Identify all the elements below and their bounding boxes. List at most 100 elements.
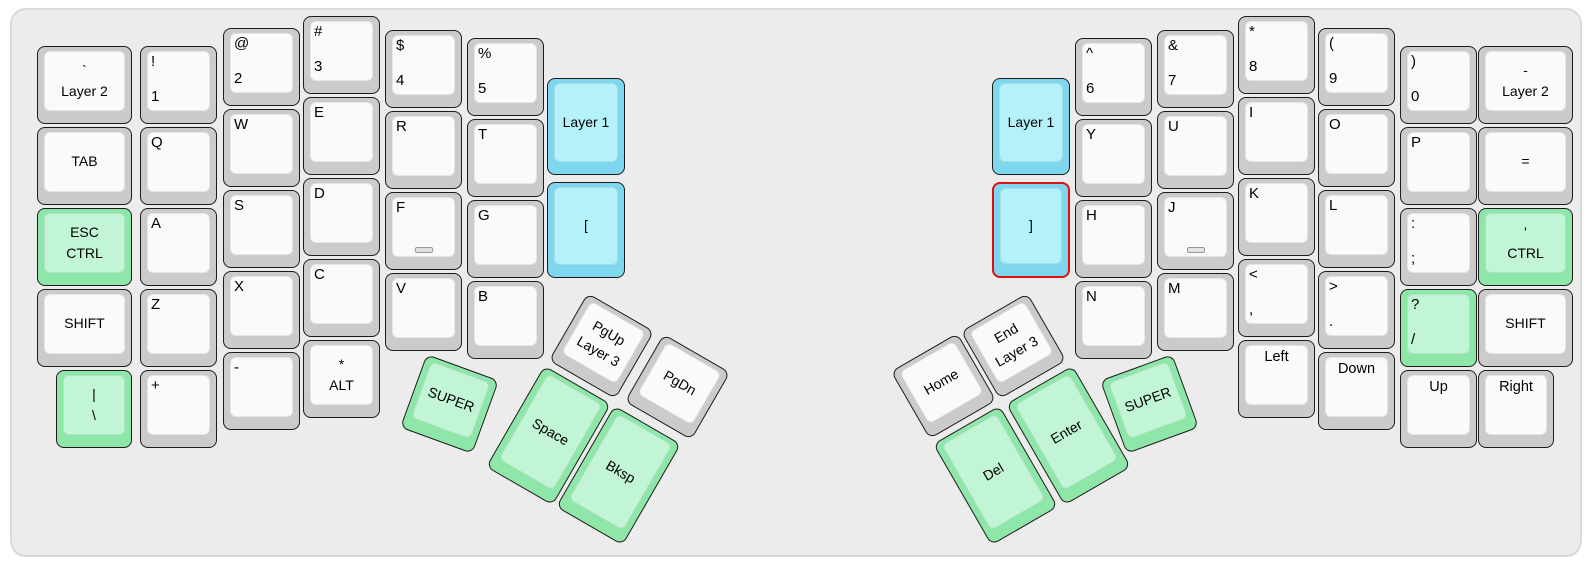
key-h[interactable]: H xyxy=(1075,200,1152,278)
key-i[interactable]: I xyxy=(1238,97,1315,175)
key-l[interactable]: L xyxy=(1318,190,1395,268)
key-minus[interactable]: - xyxy=(223,352,300,430)
key-arrow-down[interactable]: Down xyxy=(1318,352,1395,430)
key-a[interactable]: A xyxy=(140,208,217,286)
key-arrow-right[interactable]: Right xyxy=(1478,370,1554,448)
key-g[interactable]: G xyxy=(467,200,544,278)
key-3[interactable]: #3 xyxy=(303,16,380,94)
key-labels: Y xyxy=(1086,126,1096,144)
key-m[interactable]: M xyxy=(1157,273,1234,351)
key-w[interactable]: W xyxy=(223,109,300,187)
key-6[interactable]: ^6 xyxy=(1075,38,1152,116)
key-d[interactable]: D xyxy=(303,178,380,256)
key-rbracket[interactable]: ] xyxy=(992,182,1070,278)
key-super-left[interactable]: SUPER xyxy=(399,354,500,454)
key-shift-left[interactable]: SHIFT xyxy=(37,289,132,367)
keycap-surface xyxy=(147,213,210,273)
key-lbracket[interactable]: [ xyxy=(547,182,625,278)
key-1[interactable]: !1 xyxy=(140,46,217,124)
key-labels: !1 xyxy=(151,53,159,106)
keycap-surface xyxy=(1485,132,1566,192)
key-labels: K xyxy=(1249,185,1259,203)
key-shift-right[interactable]: SHIFT xyxy=(1478,289,1573,367)
key-equals[interactable]: = xyxy=(1478,127,1573,205)
key-j[interactable]: J xyxy=(1157,192,1234,270)
key-labels: A xyxy=(151,215,161,233)
key-pipe-backslash[interactable]: |\ xyxy=(56,370,132,448)
key-z[interactable]: Z xyxy=(140,289,217,367)
keycap-surface xyxy=(147,51,210,111)
key-label: B xyxy=(478,288,489,305)
key-label: E xyxy=(314,104,325,121)
key-e[interactable]: E xyxy=(303,97,380,175)
key-layer1-left[interactable]: Layer 1 xyxy=(547,78,625,175)
key-f[interactable]: F xyxy=(385,192,462,270)
key-2[interactable]: @2 xyxy=(223,28,300,106)
key-t[interactable]: T xyxy=(467,119,544,197)
key-b[interactable]: B xyxy=(467,281,544,359)
key-0[interactable]: )0 xyxy=(1400,46,1477,124)
key-5[interactable]: %5 xyxy=(467,38,544,116)
key-label: Del xyxy=(979,458,1007,484)
key-u[interactable]: U xyxy=(1157,111,1234,189)
key-labels: E xyxy=(314,104,324,122)
key-labels: Z xyxy=(151,296,160,314)
key-labels: ] xyxy=(994,184,1068,267)
keycap-surface xyxy=(1164,35,1227,95)
key-label: 3 xyxy=(314,58,323,75)
key-label: > xyxy=(1329,278,1338,295)
key-label: | xyxy=(92,385,96,402)
key-label: R xyxy=(396,118,407,135)
key-labels: PgDn xyxy=(631,335,729,431)
key-q[interactable]: Q xyxy=(140,127,217,205)
key-p[interactable]: P xyxy=(1400,127,1477,205)
key-label: M xyxy=(1168,280,1181,297)
key-y[interactable]: Y xyxy=(1075,119,1152,197)
key-label: Layer 2 xyxy=(61,82,108,99)
key-period[interactable]: >. xyxy=(1318,271,1395,349)
key-4[interactable]: $4 xyxy=(385,30,462,108)
key-label: Y xyxy=(1086,126,1097,143)
key-slash[interactable]: ?/ xyxy=(1400,289,1477,367)
keycap-surface xyxy=(230,276,293,336)
key-7[interactable]: &7 xyxy=(1157,30,1234,108)
key-minus-layer2[interactable]: -Layer 2 xyxy=(1478,46,1573,124)
key-labels: V xyxy=(396,280,406,298)
key-layer1-right[interactable]: Layer 1 xyxy=(992,78,1070,175)
key-arrow-up[interactable]: Up xyxy=(1400,370,1477,448)
key-semicolon[interactable]: :; xyxy=(1400,208,1477,286)
key-labels: *8 xyxy=(1249,23,1257,76)
key-o[interactable]: O xyxy=(1318,109,1395,187)
key-label: Left xyxy=(1264,349,1289,365)
key-v[interactable]: V xyxy=(385,273,462,351)
key-label: X xyxy=(234,278,245,295)
key-9[interactable]: (9 xyxy=(1318,28,1395,106)
key-comma[interactable]: <, xyxy=(1238,259,1315,337)
keycap-surface xyxy=(44,132,125,192)
key-label: N xyxy=(1086,288,1097,305)
key-labels: <, xyxy=(1249,266,1258,319)
key-label: , xyxy=(1249,301,1254,318)
key-alt[interactable]: *ALT xyxy=(303,340,380,418)
key-8[interactable]: *8 xyxy=(1238,16,1315,94)
key-x[interactable]: X xyxy=(223,271,300,349)
key-label: C xyxy=(314,266,325,283)
key-grave-layer2[interactable]: `Layer 2 xyxy=(37,46,132,124)
key-s[interactable]: S xyxy=(223,190,300,268)
key-labels: U xyxy=(1168,118,1179,136)
key-tab[interactable]: TAB xyxy=(37,127,132,205)
key-label: U xyxy=(1168,118,1179,135)
homing-bar-icon xyxy=(414,247,433,253)
key-c[interactable]: C xyxy=(303,259,380,337)
key-arrow-left[interactable]: Left xyxy=(1238,340,1315,418)
key-label: ; xyxy=(1411,250,1416,267)
key-k[interactable]: K xyxy=(1238,178,1315,256)
key-label: / xyxy=(1411,331,1416,348)
key-plus[interactable]: + xyxy=(140,370,217,448)
keycap-surface xyxy=(1407,51,1470,111)
key-r[interactable]: R xyxy=(385,111,462,189)
key-n[interactable]: N xyxy=(1075,281,1152,359)
key-quote-ctrl[interactable]: 'CTRL xyxy=(1478,208,1573,286)
